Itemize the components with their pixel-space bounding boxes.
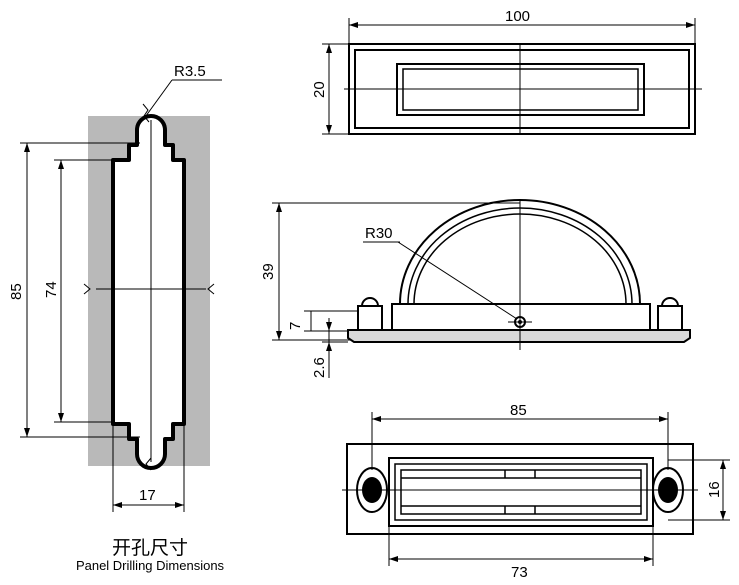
top-view: 100 20 — [311, 8, 702, 135]
dim20-arrow-bottom — [326, 125, 332, 134]
dim16-arrow-bottom — [720, 511, 726, 520]
dim74-arrow-bottom — [58, 413, 64, 422]
dim39-label: 39 — [260, 263, 277, 280]
dim73-label: 73 — [511, 564, 528, 581]
dim7-label: 7 — [287, 322, 304, 330]
dim100-label: 100 — [505, 8, 530, 25]
side-view: R30 39 7 2.6 — [260, 199, 691, 378]
dim74-label: 74 — [43, 281, 60, 298]
r30-leader — [397, 241, 518, 320]
right-screw-head — [660, 297, 680, 307]
dim85b-arrow-right — [659, 416, 668, 422]
dim73-arrow-left — [389, 556, 398, 562]
dim39-arrow-top — [276, 203, 282, 212]
caption-chinese: 开孔尺寸 — [111, 537, 188, 559]
bottom-channel-mid — [394, 463, 648, 521]
dim85-arrow-bottom — [24, 428, 30, 437]
dim85-arrow-top — [24, 143, 30, 152]
dim85b-arrow-left — [372, 416, 381, 422]
dim73-arrow-right — [644, 556, 653, 562]
dim26-arrow-bottom — [326, 342, 332, 351]
dim16-label: 16 — [706, 481, 723, 498]
bottom-channel-outer — [388, 457, 654, 527]
break-mark-right — [207, 283, 215, 295]
break-mark-left — [83, 283, 91, 295]
dim17-arrow-right — [175, 502, 184, 508]
caption-english: Panel Drilling Dimensions — [75, 558, 225, 573]
dim16-arrow-top — [720, 460, 726, 469]
dim100-arrow-left — [349, 22, 358, 28]
dim26-label: 2.6 — [311, 357, 328, 378]
break-mark-bottom — [145, 457, 152, 471]
bottom-outer-frame — [346, 443, 694, 535]
dim39-arrow-bottom — [276, 331, 282, 340]
bottom-channel-inner — [400, 469, 642, 515]
dim20-arrow-top — [326, 44, 332, 53]
bottom-view: 85 73 16 — [342, 402, 730, 581]
break-mark-top — [142, 103, 150, 123]
dim85b-label: 85 — [510, 402, 527, 419]
panel-drilling-view: R3.5 85 74 17 — [8, 63, 222, 512]
dim20-label: 20 — [311, 81, 328, 98]
side-base-plate — [347, 329, 691, 343]
left-screw-head — [360, 297, 380, 307]
r35-leader — [142, 79, 173, 121]
left-screw-body — [357, 305, 383, 331]
r30-label: R30 — [365, 225, 393, 242]
dim100-arrow-right — [686, 22, 695, 28]
dim26-arrow-top — [326, 322, 332, 331]
r35-label: R3.5 — [174, 63, 206, 80]
dim74-arrow-top — [58, 160, 64, 169]
dim85-label: 85 — [8, 283, 25, 300]
dim17-label: 17 — [139, 487, 156, 504]
panel-cutout — [111, 114, 186, 470]
right-screw-body — [657, 305, 683, 331]
dim17-arrow-left — [113, 502, 122, 508]
